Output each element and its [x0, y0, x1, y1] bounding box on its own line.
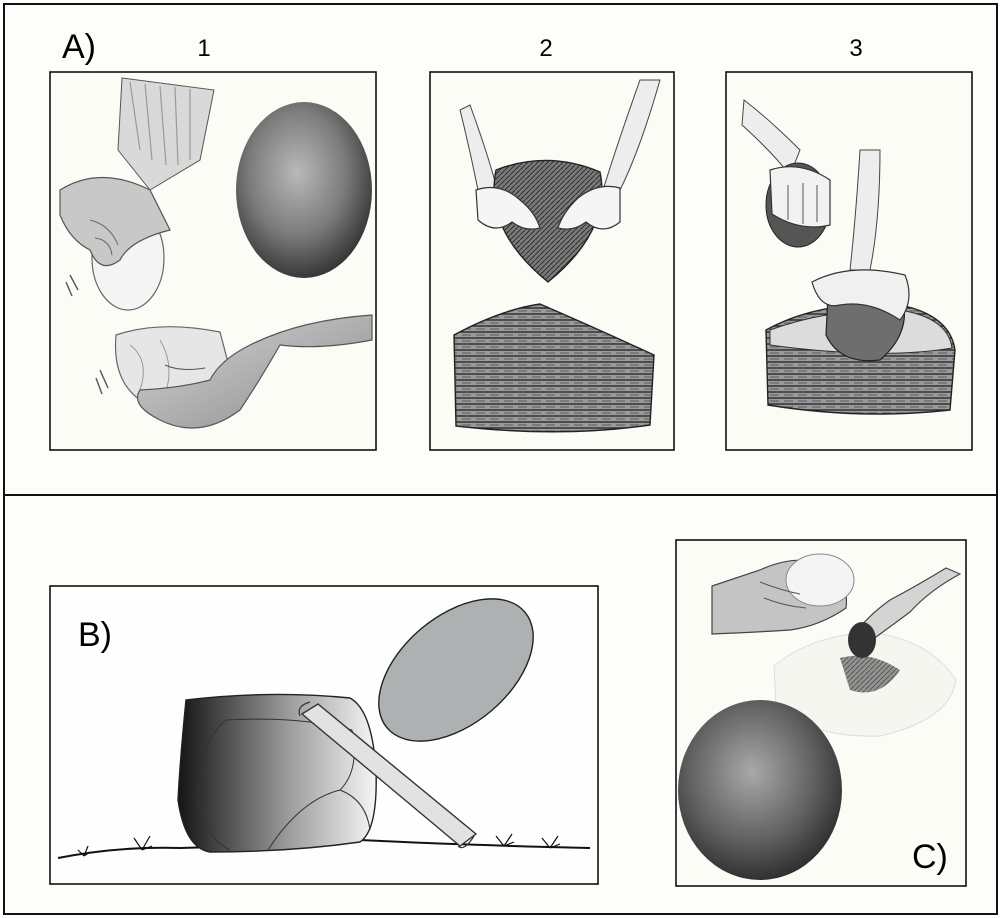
section-a-label: A) — [62, 28, 96, 66]
panel-b-diagram: B) — [50, 571, 598, 884]
panel-3-number: 3 — [849, 35, 862, 62]
stone-ball — [678, 700, 842, 880]
panel-1-illustration — [50, 72, 376, 450]
panel-3-illustration — [726, 72, 972, 450]
panel-2-number: 2 — [539, 35, 552, 62]
panel-c-illustration: C) — [676, 540, 966, 886]
panel-1-number: 1 — [197, 35, 210, 62]
section-c-label: C) — [912, 838, 948, 876]
section-b-label: B) — [78, 616, 112, 654]
panel-2-illustration — [430, 72, 674, 450]
